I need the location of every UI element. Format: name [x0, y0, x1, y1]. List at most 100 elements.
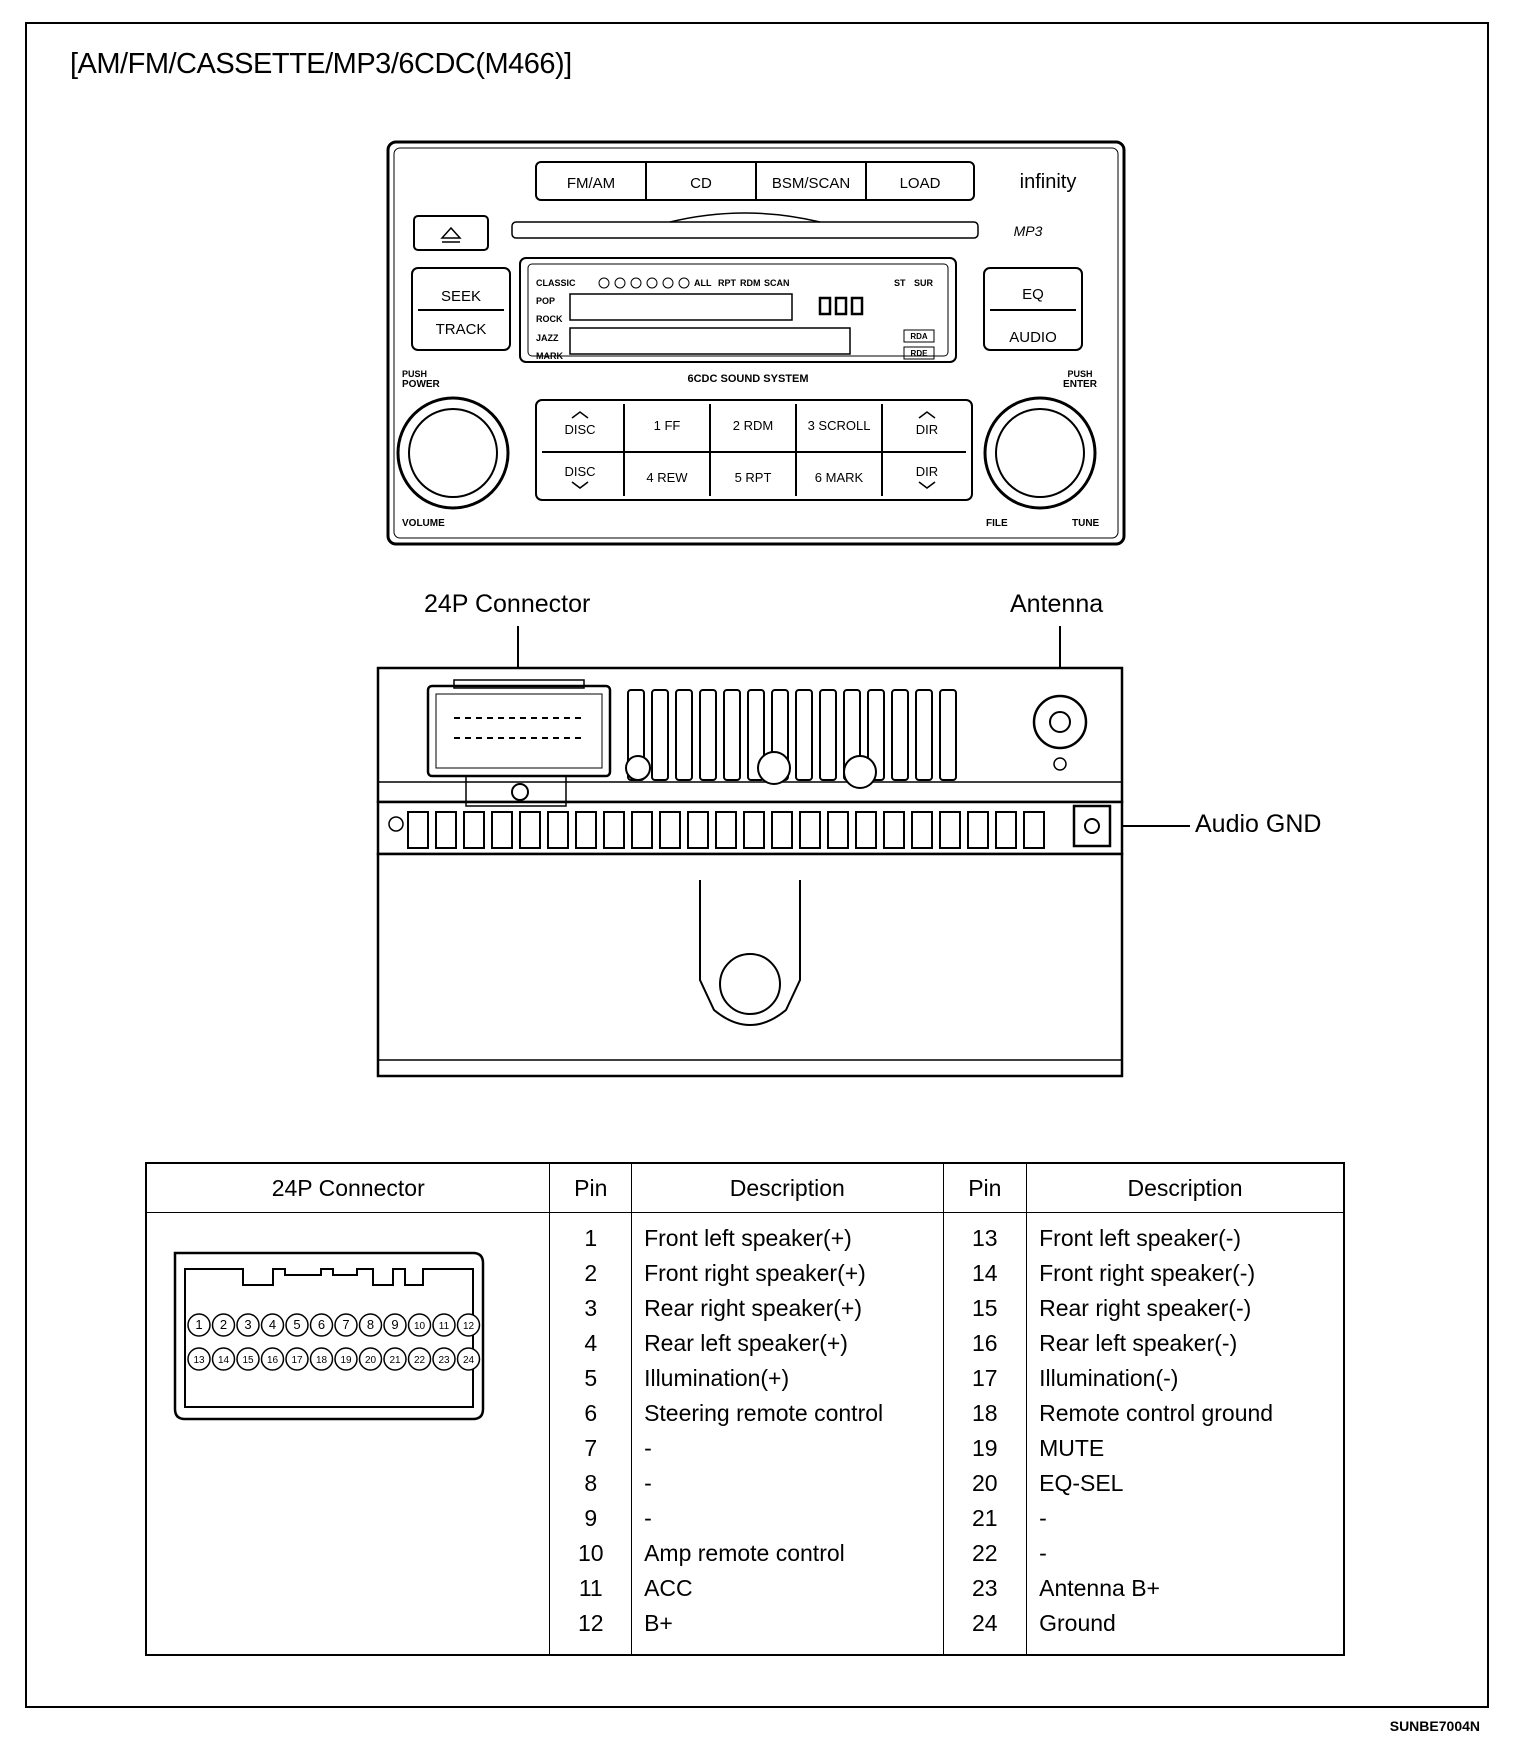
pin-number: 24: [972, 1610, 998, 1636]
preset-dir-down[interactable]: DIR: [916, 464, 938, 479]
pin-circle-label: 8: [367, 1317, 374, 1332]
eq-audio-button[interactable]: EQ AUDIO: [983, 267, 1083, 351]
power-label: POWER: [402, 379, 441, 390]
file-label: FILE: [986, 518, 1008, 529]
pin-circle: [260, 1347, 285, 1371]
pin-circle: [432, 1347, 456, 1371]
preset-disc-down[interactable]: DISC: [564, 464, 595, 479]
preset-panel: [535, 399, 973, 501]
preset-4[interactable]: 4 REW: [646, 470, 688, 485]
antenna-label: Antenna: [1010, 590, 1104, 618]
pin-circle: [260, 1313, 285, 1337]
pin-circle: [309, 1347, 334, 1371]
pin-number: 13: [972, 1225, 998, 1251]
pin-circle: [407, 1313, 432, 1337]
pin-number: 12: [577, 1610, 604, 1636]
pin-number: 10: [577, 1540, 604, 1566]
pin-circle-label: 6: [318, 1317, 325, 1332]
rear-view: [376, 626, 1190, 1078]
pin-description: Front right speaker(-): [1039, 1260, 1256, 1286]
svg-text:RPT: RPT: [718, 278, 737, 288]
preset-6[interactable]: 6 MARK: [815, 470, 864, 485]
antenna-jack: [1032, 694, 1088, 750]
pin-number: 4: [584, 1330, 598, 1356]
connector-label: 24P Connector: [424, 590, 591, 618]
pin-description: Illumination(+): [644, 1365, 790, 1391]
left-pin-column: 1 2 3 4 5 6 7 8 9 10 11 12: [549, 1212, 633, 1655]
rear-24p-connector: [426, 679, 612, 778]
top-button-fmam[interactable]: FM/AM: [567, 175, 615, 192]
pin-number: 16: [972, 1330, 998, 1356]
top-button-cd[interactable]: CD: [690, 175, 712, 192]
pin-number: 15: [972, 1295, 998, 1321]
pin-description: -: [1039, 1540, 1047, 1566]
pin-description: ACC: [644, 1575, 693, 1601]
preset-1[interactable]: 1 FF: [654, 418, 681, 433]
volume-knob[interactable]: [396, 396, 510, 510]
pin-circle: [211, 1347, 236, 1371]
pin-circle: [383, 1313, 407, 1337]
pin-description: Front left speaker(-): [1039, 1225, 1242, 1251]
pin-circle-label: 13: [193, 1355, 205, 1366]
svg-text:CD: CD: [690, 175, 712, 192]
seek-track-button[interactable]: SEEK TRACK: [411, 267, 511, 351]
eject-button[interactable]: [413, 215, 489, 251]
pin-circle: [187, 1313, 211, 1337]
svg-text:ST: ST: [894, 278, 906, 288]
left-description-column: Front left speaker(+) Front right speake…: [631, 1212, 944, 1655]
pin-description: Antenna B+: [1039, 1575, 1160, 1601]
pin-circle: [309, 1313, 334, 1337]
preset-2[interactable]: 2 RDM: [733, 418, 773, 433]
preset-dir-up[interactable]: DIR: [916, 422, 938, 437]
pin-circle: [432, 1313, 456, 1337]
pin-circle: [456, 1347, 481, 1371]
pin-description: Front left speaker(+): [644, 1225, 852, 1251]
pin-circle-label: 21: [389, 1355, 401, 1366]
pin-circle-label: 23: [438, 1355, 450, 1366]
pin-circle: [236, 1313, 260, 1337]
pin-description: Steering remote control: [644, 1400, 884, 1426]
pin-description: Rear right speaker(+): [644, 1295, 863, 1321]
pin-description: Front right speaker(+): [644, 1260, 866, 1286]
pin-circle-label: 17: [291, 1355, 303, 1366]
svg-text:RDE: RDE: [911, 349, 929, 358]
display-window: CLASSIC ALL RPT RDM SCAN ST SUR POP ROCK…: [519, 257, 957, 363]
right-description-column: Front left speaker(-) Front right speake…: [1026, 1212, 1345, 1655]
eject-icon: [440, 226, 462, 239]
top-button-bsm-scan[interactable]: BSM/SCAN: [772, 175, 850, 192]
right-pin-column: 13 14 15 16 17 18 19 20 21 22 23 24: [942, 1212, 1028, 1655]
pin-circle-label: 15: [242, 1355, 254, 1366]
pin-circle: [383, 1347, 407, 1371]
header-connector: 24P Connector: [145, 1162, 551, 1213]
push-label: PUSH: [1067, 369, 1092, 379]
tune-knob[interactable]: [983, 396, 1097, 510]
top-button-load[interactable]: LOAD: [900, 175, 941, 192]
pin-circle: [211, 1313, 236, 1337]
svg-text:EQ: EQ: [1022, 286, 1044, 303]
svg-text:JAZZ: JAZZ: [536, 333, 559, 343]
pin-circle-label: 22: [414, 1355, 426, 1366]
image-code: SUNBE7004N: [1389, 1718, 1480, 1734]
header-description: Description: [1026, 1162, 1345, 1213]
svg-text:SEEK: SEEK: [441, 288, 481, 305]
svg-text:TRACK: TRACK: [436, 321, 487, 338]
pin-description: B+: [644, 1610, 673, 1636]
svg-text:MARK: MARK: [536, 351, 563, 361]
svg-text:ALL: ALL: [694, 278, 712, 288]
header-description: Description: [631, 1162, 944, 1213]
svg-text:FM/AM: FM/AM: [567, 175, 615, 192]
volume-label: VOLUME: [402, 518, 445, 529]
pin-description: MUTE: [1039, 1435, 1105, 1461]
preset-3[interactable]: 3 SCROLL: [808, 418, 871, 433]
pin-circle: [334, 1347, 358, 1371]
pin-circle-label: 12: [463, 1321, 475, 1332]
pin-number: 8: [584, 1470, 598, 1496]
display-caption: 6CDC SOUND SYSTEM: [687, 373, 808, 385]
page-title: [AM/FM/CASSETTE/MP3/6CDC(M466)]: [70, 48, 572, 80]
audio-gnd-label: Audio GND: [1195, 810, 1322, 838]
preset-disc-up[interactable]: DISC: [564, 422, 595, 437]
preset-5[interactable]: 5 RPT: [735, 470, 772, 485]
pin-number: 17: [972, 1365, 998, 1391]
svg-text:RDA: RDA: [910, 332, 928, 341]
